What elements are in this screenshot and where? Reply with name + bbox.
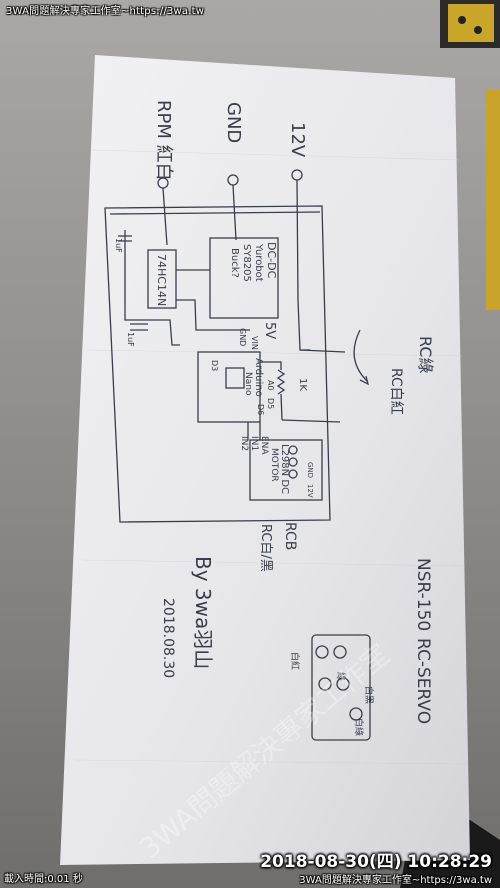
label-gnd: GND [223,102,244,143]
label-nsr: NSR-150 [413,558,433,631]
label-in1: IN1 [249,436,259,451]
label-motor-1: MOTOR [269,448,279,482]
timestamp: 2018-08-30(四) 10:28:29 [260,852,492,872]
label-resistor: 1K [297,378,308,391]
sketch-labels: 12V GND RPM 紅白 DC-DC Yurobot SY8205 Buck… [114,100,435,736]
label-rc-green: RC綠 [416,336,435,374]
label-12v: 12V [287,122,308,158]
load-time: 載入時間:0.01 秒 [4,874,83,885]
paper-sheet [60,55,470,865]
label-cap-bottom: 1uF [126,332,135,347]
label-in2: IN2 [239,436,249,451]
label-rcb-sub: RC白/黑 [258,524,274,572]
label-servo-2: 白黑 [363,686,375,704]
label-cap-top: 1uF [114,238,123,253]
label-rpm: RPM 紅白 [153,100,174,181]
label-arduino-1: Nano [243,372,253,396]
top-caption: 3WA問題解決專家工作室~https://3wa.tw [6,6,205,17]
label-rc-servo: RC-SERVO [413,638,433,724]
bottom-caption: 3WA問題解決專家工作室~https://3wa.tw [299,875,492,886]
label-arduino-0: Arduino [253,358,264,397]
label-d6: D6 [256,404,265,415]
label-d3: D3 [210,360,219,371]
label-gnd-pin: GND [238,328,247,346]
label-ena: ENA [259,436,269,455]
label-dcdc-0: DC-DC [265,242,278,279]
label-dcdc-3: Buck? [229,248,240,278]
label-servo-1: 綠 [335,672,347,681]
paper-grid [74,149,469,765]
label-dcdc-1: Yurobot [253,243,264,282]
label-servo-0: 白紅 [289,652,301,670]
label-signature: By 3wa羽山 [191,556,215,669]
wiring-sketch [104,169,371,741]
label-vin: VIN [250,336,259,350]
label-date: 2018.08.30 [160,598,176,678]
yellow-strip-right [486,90,500,310]
label-d5: D5 [266,398,275,409]
label-motor-0: L298N DC [279,444,290,494]
label-5v: 5V [262,322,277,339]
yellow-device-top-right [440,0,500,48]
label-rcb: RCB [282,522,298,550]
label-a0: A0 [266,380,275,391]
label-dcdc-2: SY8205 [241,244,252,282]
label-motor-12v: 12V [306,484,314,498]
label-rc-red-white: RC白紅 [388,368,404,415]
label-motor-gnd: GND [306,462,314,478]
label-ic: 74HC14N [155,254,168,306]
label-servo-3: 白綠 [353,718,365,736]
